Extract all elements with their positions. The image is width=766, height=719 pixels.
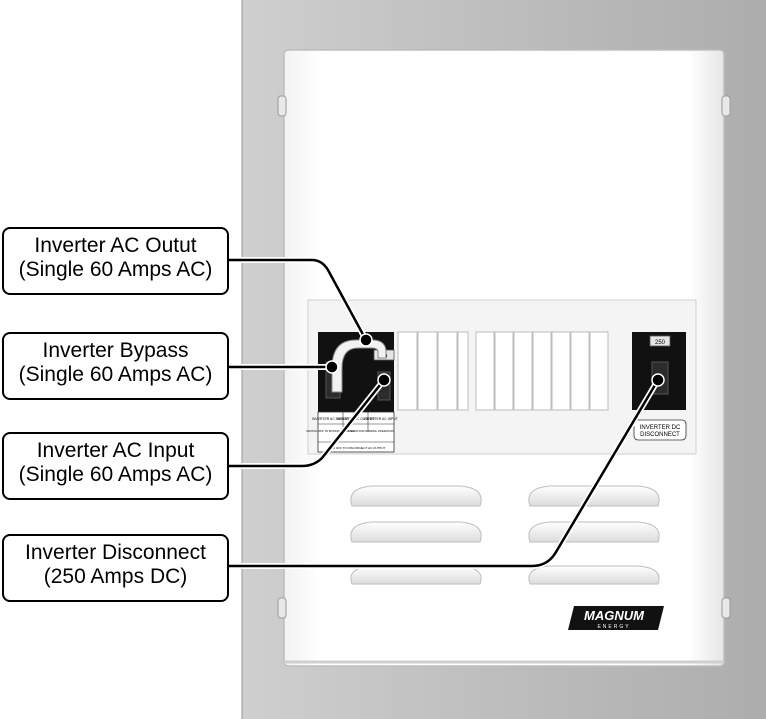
callout-title: Inverter AC Input [36,439,195,462]
callout-title: Inverter Disconnect [25,541,206,564]
dc-disconnect-label-2: DISCONNECT [640,432,680,438]
ventilation-louvers [350,485,660,585]
callout-rating: (Single 60 Amps AC) [18,463,213,486]
leader-lines [226,257,661,569]
target-dot-ac-output [359,333,373,347]
svg-text:ENERGY: ENERGY [597,624,630,630]
target-dot-dc-disconnect [651,373,665,387]
both-off-note: BOTH OFF TO DISCONNECT AC OUTPUT [327,446,386,450]
blank-breaker-slots [397,331,609,411]
callout-rating: (Single 60 Amps AC) [18,258,213,281]
callout-title: Inverter Bypass [42,339,189,362]
breaker-label-bypass: INVERTER AC BYPASS [312,417,350,421]
callout-inverter-ac-input: Inverter AC Input (Single 60 Amps AC) [2,432,229,500]
switch-on-note: SWITCH ON FOR NORMAL OPERATION [342,429,394,433]
breaker-label-input: INVERTER AC INPUT [364,417,398,421]
callout-rating: (250 Amps DC) [43,565,188,588]
callout-rating: (Single 60 Amps AC) [18,363,213,386]
callout-inverter-bypass: Inverter Bypass (Single 60 Amps AC) [2,332,229,400]
svg-text:MAGNUM: MAGNUM [584,608,645,623]
interlock-bar [331,339,387,393]
hinge-pins [277,95,731,619]
switch-off-note: SWITCH OFF TO BYPASS INVERTER [306,429,355,433]
callout-target-dots [325,333,665,387]
dc-rating-label: 250 [655,340,666,346]
callout-inverter-disconnect: Inverter Disconnect (250 Amps DC) [2,534,229,602]
target-dot-ac-input [377,373,391,387]
magnum-logo: MAGNUM ENERGY [568,606,664,630]
target-dot-bypass [325,360,339,374]
callout-title: Inverter AC Outut [34,234,197,257]
dc-disconnect-label-1: INVERTER DC [640,425,681,431]
callout-inverter-ac-output: Inverter AC Outut (Single 60 Amps AC) [2,227,229,295]
